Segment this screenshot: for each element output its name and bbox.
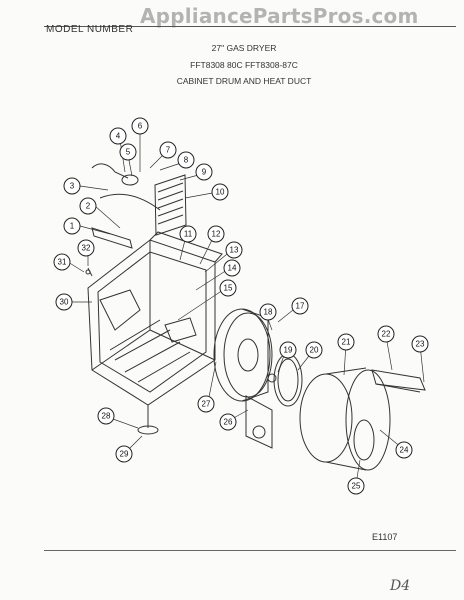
callout-5-label: 5: [126, 148, 131, 157]
header-frame: [44, 26, 456, 91]
dryer-title: 27" GAS DRYER: [211, 43, 277, 53]
model-label: MODEL NUMBER: [46, 24, 134, 35]
callout-4[interactable]: 4: [109, 127, 127, 145]
callout-19-label: 19: [284, 346, 293, 355]
callout-15[interactable]: 15: [219, 279, 237, 297]
leader-lines: [67, 128, 425, 485]
callout-12[interactable]: 12: [207, 225, 225, 243]
callout-17[interactable]: 17: [291, 297, 309, 315]
callout-1[interactable]: 1: [63, 217, 81, 235]
callout-23-label: 23: [416, 340, 425, 349]
callout-7[interactable]: 7: [159, 141, 177, 159]
callout-20[interactable]: 20: [305, 341, 323, 359]
drum-drawing: [299, 367, 391, 471]
watermark: AppliancePartsPros.com: [140, 4, 419, 28]
callout-8-label: 8: [184, 156, 189, 165]
callout-13[interactable]: 13: [225, 241, 243, 259]
callout-6-label: 6: [138, 122, 143, 131]
callout-2-label: 2: [86, 202, 91, 211]
callout-25[interactable]: 25: [347, 477, 365, 495]
callout-23[interactable]: 23: [411, 335, 429, 353]
callout-22-label: 22: [382, 330, 391, 339]
callout-26[interactable]: 26: [219, 413, 237, 431]
callout-22[interactable]: 22: [377, 325, 395, 343]
callout-15-label: 15: [224, 284, 233, 293]
callout-28-label: 28: [102, 412, 111, 421]
callout-9-label: 9: [202, 168, 207, 177]
top-components: [85, 163, 187, 277]
section-title: CABINET DRUM AND HEAT DUCT: [176, 76, 312, 86]
part-callouts: 1 2 3 4 5 6 7 8 9 10 11 12 13 14 15 17 1…: [53, 117, 429, 495]
callout-25-label: 25: [352, 482, 361, 491]
callout-20-label: 20: [310, 346, 319, 355]
footer-rule: [44, 550, 456, 551]
callout-29[interactable]: 29: [115, 445, 133, 463]
callout-24[interactable]: 24: [395, 441, 413, 459]
callout-18-label: 18: [264, 308, 273, 317]
callout-14-label: 14: [228, 264, 237, 273]
cabinet-drawing: [87, 231, 223, 406]
callout-7-label: 7: [166, 146, 171, 155]
signature: D4: [390, 578, 411, 594]
callout-18[interactable]: 18: [259, 303, 277, 321]
callout-28[interactable]: 28: [97, 407, 115, 425]
callout-31-label: 31: [58, 258, 67, 267]
callout-9[interactable]: 9: [195, 163, 213, 181]
callout-12-label: 12: [212, 230, 221, 239]
callout-1-label: 1: [70, 222, 75, 231]
callout-21[interactable]: 21: [337, 333, 355, 351]
callout-2[interactable]: 2: [79, 197, 97, 215]
callout-11[interactable]: 11: [179, 225, 197, 243]
callout-24-label: 24: [400, 446, 409, 455]
callout-32[interactable]: 32: [77, 239, 95, 257]
diagram-code: E1107: [372, 532, 398, 542]
callout-21-label: 21: [342, 338, 351, 347]
callout-19[interactable]: 19: [279, 341, 297, 359]
callout-6[interactable]: 6: [131, 117, 149, 135]
callout-13-label: 13: [230, 246, 239, 255]
callout-5[interactable]: 5: [119, 143, 137, 161]
callout-27-label: 27: [202, 400, 211, 409]
callout-3[interactable]: 3: [63, 177, 81, 195]
leveling-leg-drawing: [137, 405, 159, 435]
callout-11-label: 11: [184, 230, 193, 239]
callout-3-label: 3: [70, 182, 75, 191]
callout-30-label: 30: [60, 298, 69, 307]
callout-17-label: 17: [296, 302, 305, 311]
callout-14[interactable]: 14: [223, 259, 241, 277]
callout-27[interactable]: 27: [197, 395, 215, 413]
callout-29-label: 29: [120, 450, 129, 459]
callout-30[interactable]: 30: [55, 293, 73, 311]
front-bulkhead-drawing: [213, 308, 277, 402]
baffle-drawing: [371, 369, 426, 393]
callout-10-label: 10: [216, 188, 225, 197]
callout-31[interactable]: 31: [53, 253, 71, 271]
callout-32-label: 32: [82, 244, 91, 253]
callout-8[interactable]: 8: [177, 151, 195, 169]
callout-10[interactable]: 10: [211, 183, 229, 201]
drum-seal-drawing: [273, 353, 303, 407]
callout-26-label: 26: [224, 418, 233, 427]
callout-4-label: 4: [116, 132, 121, 141]
duct-bracket-drawing: [245, 395, 273, 449]
model-numbers: FFT8308 80C FFT8308-87C: [190, 60, 298, 70]
